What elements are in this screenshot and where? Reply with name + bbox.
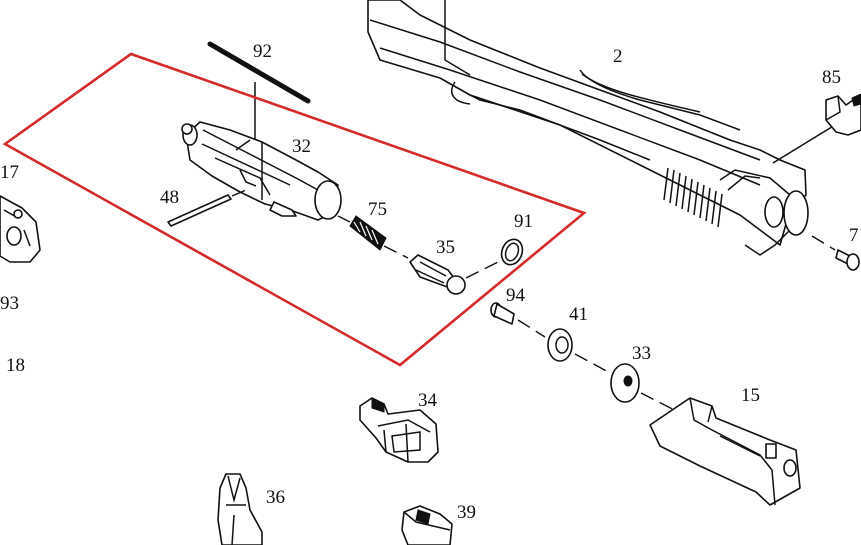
label-93: 93 [0,293,19,314]
pin-part-48 [167,189,247,227]
part-36 [217,473,263,545]
label-85: 85 [822,67,841,88]
label-48: 48 [160,187,179,208]
part-17 [0,195,41,263]
disc-part-33 [610,363,691,419]
label-94: 94 [506,285,526,306]
label-41: 41 [569,304,588,325]
label-17: 17 [0,162,19,183]
label-92: 92 [253,41,272,62]
screw-part-94 [490,302,546,338]
label-18: 18 [6,355,25,376]
label-35: 35 [436,237,455,258]
rear-sight-part [825,93,861,136]
label-32: 32 [292,136,311,157]
label-75: 75 [368,199,387,220]
label-91: 91 [514,211,533,232]
label-39: 39 [457,502,476,523]
nozzle-assembly-part-32 [181,121,342,221]
housing-part-15 [649,397,801,506]
label-7: 7 [849,225,859,246]
highlight-outline [2,52,587,367]
slide-part [367,0,809,256]
slide-serrations [663,167,723,228]
valve-part-35 [409,254,499,295]
o-ring-part-91 [500,238,524,266]
label-15: 15 [741,385,760,406]
label-33: 33 [632,343,651,364]
part-34 [359,397,439,463]
label-36: 36 [266,487,285,508]
washer-part-41 [547,328,613,375]
part-39 [401,505,453,545]
label-2: 2 [613,46,623,67]
spring-part-75 [337,215,409,259]
label-34: 34 [418,390,438,411]
screw-part-7 [811,235,860,271]
